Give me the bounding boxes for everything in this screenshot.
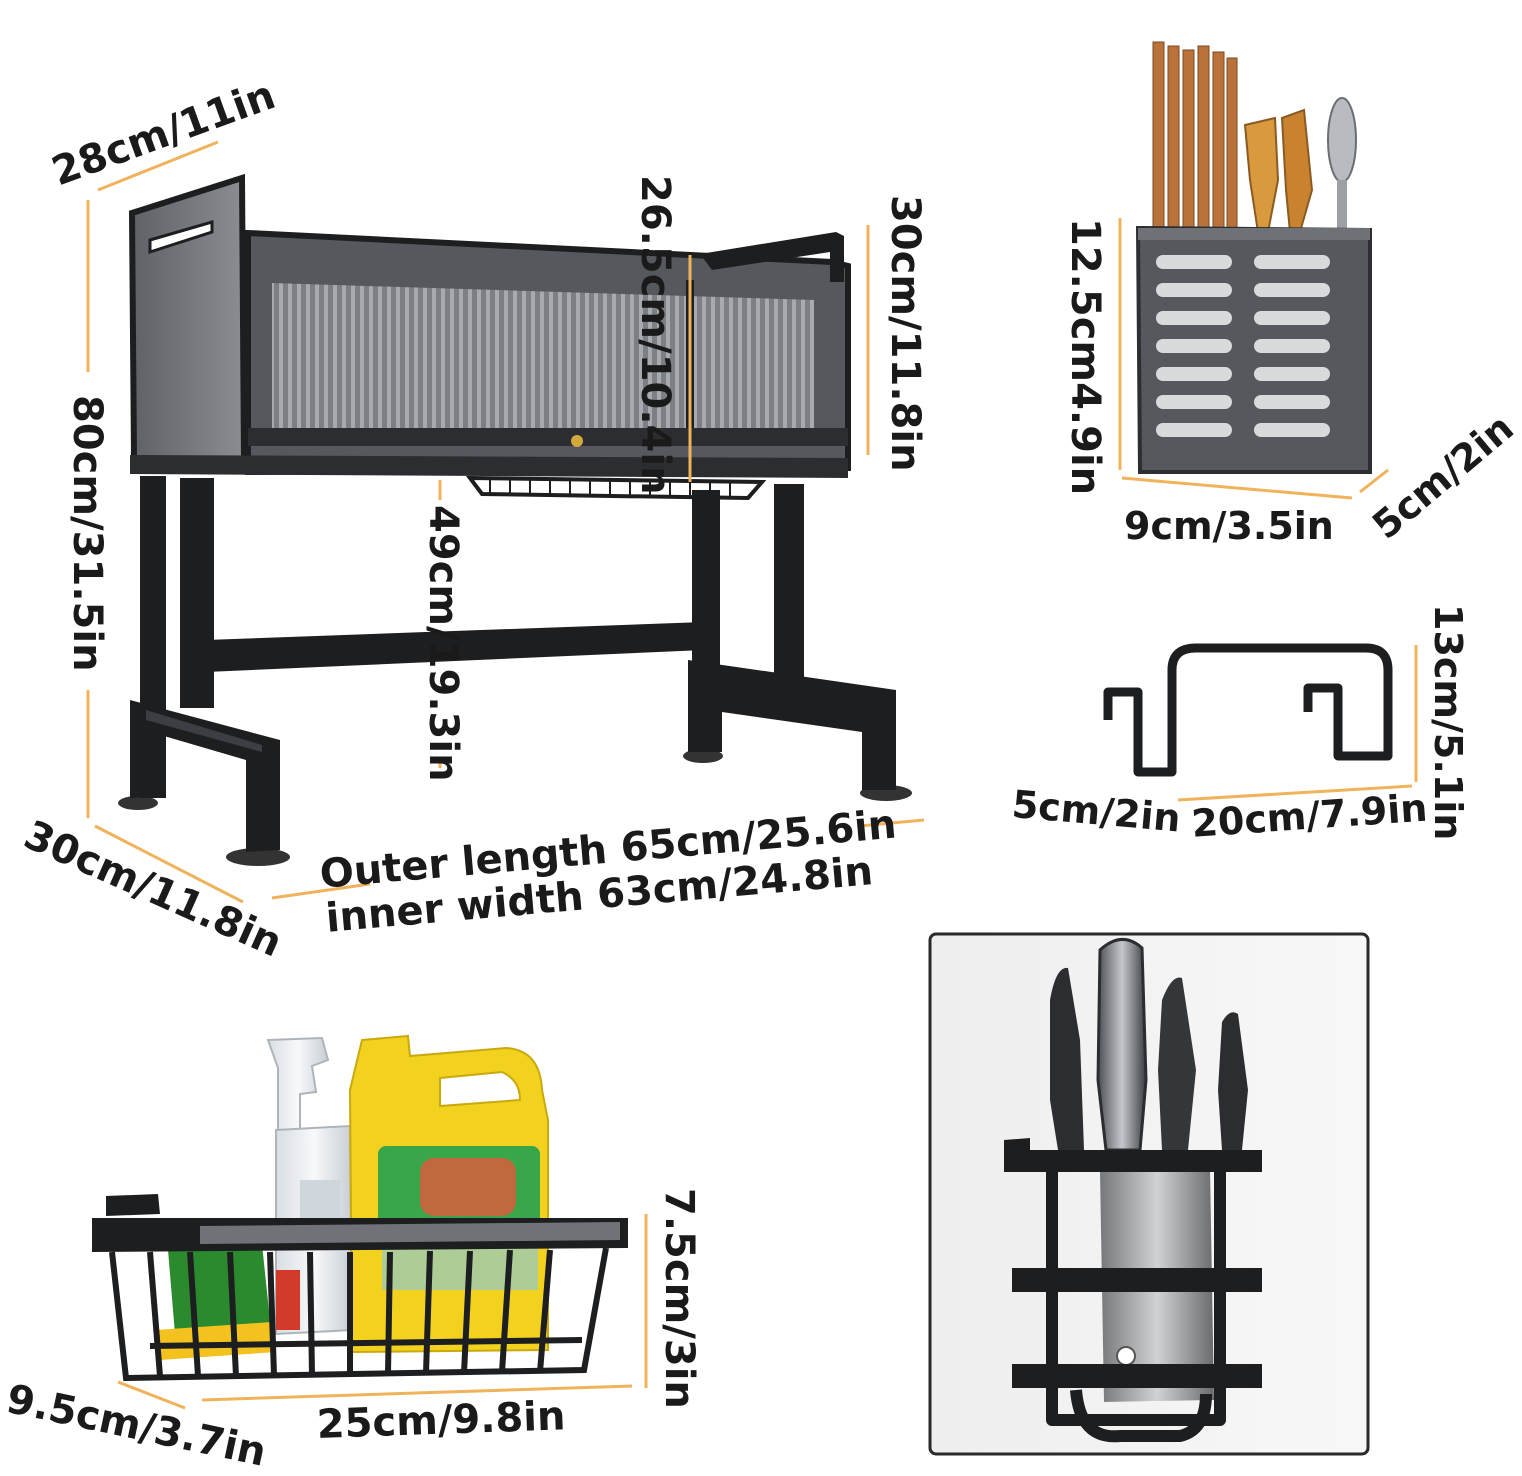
dimension-lines xyxy=(86,140,1418,1410)
holder-slots xyxy=(1156,255,1330,437)
rack-foot xyxy=(226,848,290,866)
spoon xyxy=(1327,97,1357,183)
utensil-holder xyxy=(1135,41,1372,474)
cabinet-outer-height-label: 30cm/11.8in xyxy=(882,195,928,472)
total-height-label: 80cm/31.5in xyxy=(64,395,110,672)
utensil-height-label: 12.5cm4.9in xyxy=(1062,218,1108,496)
wooden-fork xyxy=(1243,116,1280,233)
storage-basket xyxy=(92,1034,628,1382)
cabinet-inner-height-label: 26.5cm/10.4in xyxy=(632,175,678,495)
clearance-height-label: 49cm/19.3in xyxy=(420,505,466,782)
basket-width-label: 25cm/9.8in xyxy=(316,1393,567,1448)
over-sink-rack xyxy=(118,173,912,866)
handle-slot xyxy=(148,220,214,255)
cross-bar xyxy=(206,622,704,672)
chopsticks xyxy=(1152,41,1238,233)
left-base-frame xyxy=(130,700,280,852)
knife-holder-panel xyxy=(928,932,1370,1456)
rack-leg xyxy=(180,478,214,708)
basket-wires xyxy=(109,1247,609,1382)
cabinet-base xyxy=(130,455,848,478)
right-base-frame xyxy=(688,660,896,790)
rack-foot xyxy=(683,749,723,763)
cabinet-door xyxy=(272,283,814,438)
spray-bottle xyxy=(266,1036,330,1131)
basket-height-label: 7.5cm/3in xyxy=(656,1188,702,1409)
knife-rack-bars xyxy=(1004,1138,1262,1388)
door-knob xyxy=(571,435,583,447)
right-top-frame xyxy=(700,232,844,282)
rack-leg xyxy=(774,484,804,696)
left-side-panel xyxy=(128,173,248,466)
utensil-width-label: 9cm/3.5in xyxy=(1124,504,1334,548)
knives xyxy=(1050,938,1248,1152)
hook-height-label: 13cm/5.1in xyxy=(1426,604,1470,841)
cutting-board-hook xyxy=(1103,643,1393,777)
rack-foot xyxy=(118,796,158,810)
